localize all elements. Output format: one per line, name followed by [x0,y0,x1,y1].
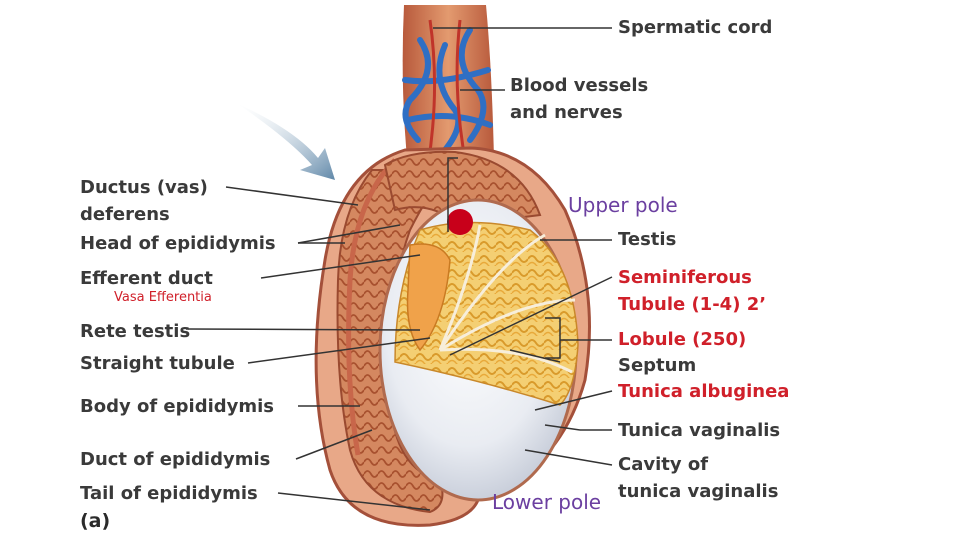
label-tunica-vaginalis: Tunica vaginalis [618,420,781,441]
label-spermatic-cord: Spermatic cord [618,17,773,38]
rete-testis-shape [406,243,451,352]
label-tunica-albuginea: Tunica albuginea [618,381,790,402]
pointer-arrow-shape [238,104,335,180]
label-efferent-ductule: Efferent duct [80,268,213,289]
label-lower-pole: Lower pole [492,490,602,514]
blood-vessels-shape [402,27,493,153]
label-head-epididymis: Head of epididymis [80,233,276,254]
label-rete-testis: Rete testis [80,321,191,342]
label-upper-pole: Upper pole [568,193,678,217]
label-body-epididymis: Body of epididymis [80,396,275,417]
ductus-deferens-shape [346,158,397,456]
label-testis: Testis [618,229,677,250]
label-blood-vessels: Blood vessels and nerves [510,75,649,123]
label-cavity-tunica-vaginalis: Cavity of tunica vaginalis [618,454,779,502]
label-seminiferous-tubule: Seminiferous Tubule (1-4) 2’ [618,267,767,315]
label-vasa-efferentia: Vasa Efferentia [114,290,212,305]
label-straight-tubule: Straight tubule [80,353,235,374]
figure-letter: (a) [80,510,111,532]
label-lobule: Lobule (250) [618,329,747,350]
label-ductus-deferens: Ductus (vas) deferens [80,177,208,225]
marker-dot [447,209,473,235]
label-tail-epididymis: Tail of epididymis [80,483,258,504]
label-duct-epididymis: Duct of epididymis [80,449,271,470]
label-septum: Septum [618,355,697,376]
